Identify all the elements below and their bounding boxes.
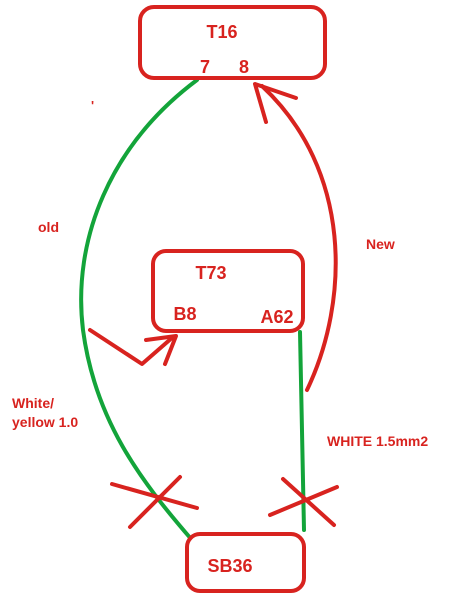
t73-pin-b8: B8: [173, 304, 196, 324]
sb36-label: SB36: [207, 556, 252, 576]
t16-box: T16 7 8: [138, 5, 327, 80]
label-old: old: [38, 219, 59, 235]
t16-pin-8: 8: [239, 57, 249, 77]
reroute-arrowhead: [144, 334, 178, 366]
new-wire-arrowhead: [253, 82, 298, 124]
new-wire: [260, 84, 338, 392]
label-new: New: [366, 236, 395, 252]
reroute-arrow: [88, 328, 175, 366]
tick-mark: ': [91, 98, 94, 113]
label-white-yellow-2: yellow 1.0: [12, 414, 78, 430]
label-white-1-5mm2: WHITE 1.5mm2: [327, 433, 428, 449]
sb36-box: SB36: [185, 532, 306, 593]
cut-mark-left: [110, 475, 199, 529]
t16-pin-7: 7: [200, 57, 210, 77]
t73-box: T73 B8 A62: [151, 249, 305, 333]
label-white-yellow-1: White/: [12, 395, 54, 411]
old-wire-white-yellow: [79, 78, 199, 542]
t73-label: T73: [195, 263, 226, 283]
cut-mark-right: [268, 477, 339, 527]
t73-pin-a62: A62: [260, 307, 293, 327]
t16-label: T16: [206, 22, 237, 42]
